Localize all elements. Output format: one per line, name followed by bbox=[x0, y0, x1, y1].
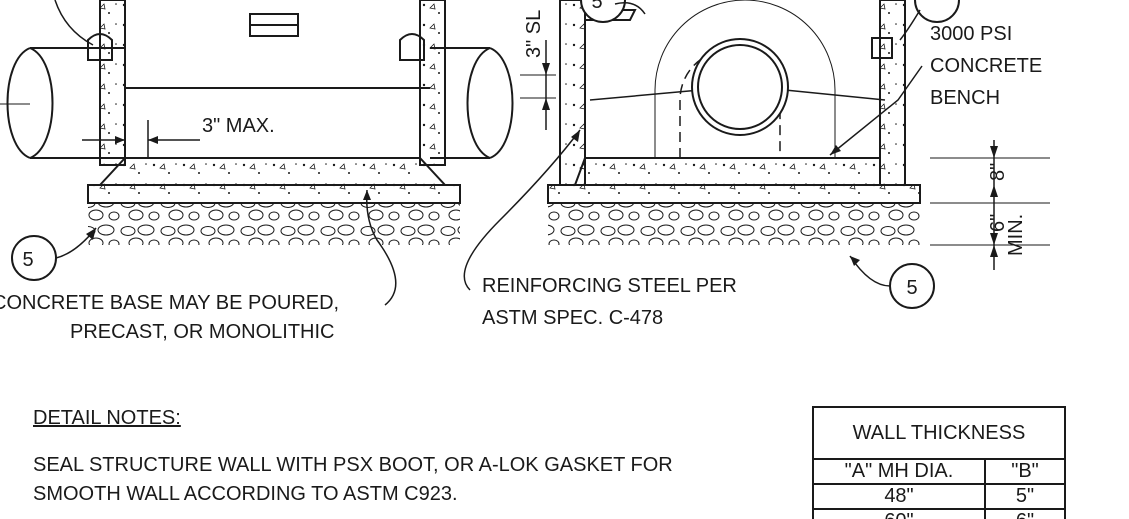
bench-label-line2: CONCRETE bbox=[930, 55, 1043, 77]
detail-note-line2: SMOOTH WALL ACCORDING TO ASTM C923. bbox=[33, 483, 458, 505]
marker-left-gravel: 5 bbox=[22, 249, 33, 271]
right-gravel bbox=[548, 203, 920, 245]
right-wall-b bbox=[879, 0, 906, 186]
table-cell: 48" bbox=[812, 483, 986, 510]
bench-label-line1: 3000 PSI bbox=[930, 23, 1013, 45]
left-bench bbox=[97, 157, 448, 186]
wall-thickness-table: WALL THICKNESS "A" MH DIA. "B" 48" 5" 60… bbox=[812, 406, 1066, 519]
left-base-slab bbox=[87, 184, 461, 204]
base-note-line2: PRECAST, OR MONOLITHIC bbox=[70, 321, 335, 343]
detail-note-line1: SEAL STRUCTURE WALL WITH PSX BOOT, OR A-… bbox=[33, 454, 673, 476]
pipe-left bbox=[6, 47, 125, 159]
right-base-slab bbox=[547, 184, 921, 204]
steel-note-line1: REINFORCING STEEL PER bbox=[482, 275, 737, 297]
table-row: 60" 6" bbox=[812, 508, 1066, 519]
table-cell: 6" bbox=[984, 508, 1066, 519]
detail-notes-title: DETAIL NOTES: bbox=[33, 407, 181, 429]
right-wall-a bbox=[559, 0, 586, 186]
left-gravel bbox=[88, 203, 460, 245]
gravel-thickness-label: 6" bbox=[987, 214, 1009, 232]
col-header-mh-dia: "A" MH DIA. bbox=[812, 458, 986, 485]
col-header-b: "B" bbox=[984, 458, 1066, 485]
table-cell: 5" bbox=[984, 483, 1066, 510]
wall-thickness-title: WALL THICKNESS bbox=[812, 406, 1066, 460]
marker-right-gravel: 5 bbox=[906, 277, 917, 299]
max-gap-label: 3" MAX. bbox=[202, 115, 275, 137]
bench-label-line3: BENCH bbox=[930, 87, 1001, 109]
left-wall-b bbox=[419, 0, 446, 166]
left-section bbox=[0, 0, 514, 306]
base-thickness-label: 8" bbox=[987, 163, 1009, 181]
table-cell: 60" bbox=[812, 508, 986, 519]
pipe-right bbox=[430, 47, 514, 159]
left-wall-a bbox=[99, 0, 126, 166]
gravel-min-label: MIN. bbox=[1005, 214, 1027, 256]
slope-label: 3" SL bbox=[523, 10, 545, 58]
table-row: 48" 5" bbox=[812, 483, 1066, 510]
right-bench bbox=[573, 157, 881, 186]
pipe-section bbox=[691, 38, 789, 136]
right-section bbox=[463, 0, 1050, 309]
marker-pipe: 5 bbox=[591, 0, 602, 13]
base-note-line1: CONCRETE BASE MAY BE POURED, bbox=[0, 292, 340, 314]
steel-note-line2: ASTM SPEC. C-478 bbox=[482, 307, 664, 329]
